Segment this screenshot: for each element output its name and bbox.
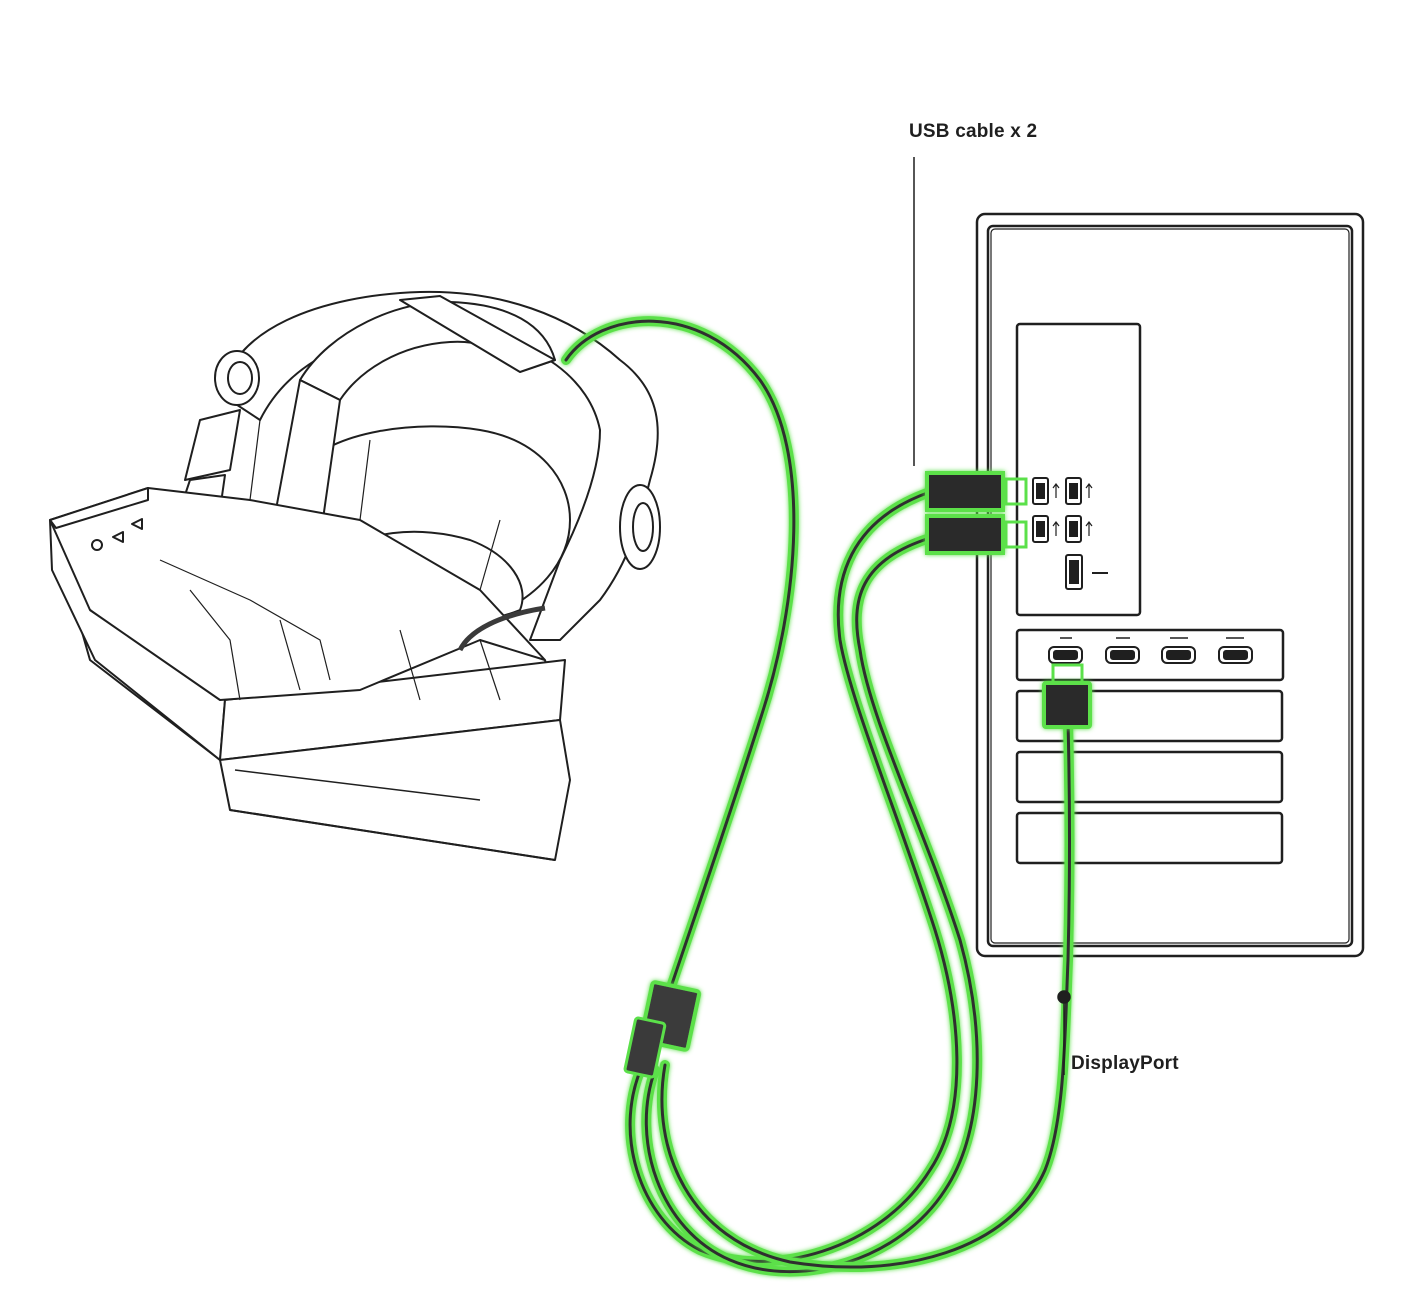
breakout-loops [625, 487, 1075, 1277]
cables [561, 316, 1075, 1277]
expansion-slot [1015, 811, 1284, 865]
usb-ports [1032, 477, 1093, 543]
gpu-ports [1048, 637, 1253, 664]
io-panel [1015, 322, 1142, 617]
expansion-slot [1015, 750, 1284, 804]
headset-cable [561, 316, 799, 995]
hdmi-port [1065, 554, 1108, 590]
usb-connector [925, 471, 1028, 512]
displayport-label: DisplayPort [1071, 1053, 1179, 1074]
callout-lines [913, 157, 1071, 1075]
expansion-slot [1015, 689, 1284, 743]
vr-headset-icon [49, 290, 661, 861]
displayport-connector [1042, 663, 1092, 729]
gpu-bracket [1015, 628, 1285, 682]
dp-callout-dot [1057, 990, 1071, 1004]
pc-tower-rear-icon [975, 212, 1365, 958]
splitter-box [623, 980, 702, 1079]
usb-cable-label: USB cable x 2 [909, 121, 1038, 142]
usb-connector [925, 514, 1028, 555]
